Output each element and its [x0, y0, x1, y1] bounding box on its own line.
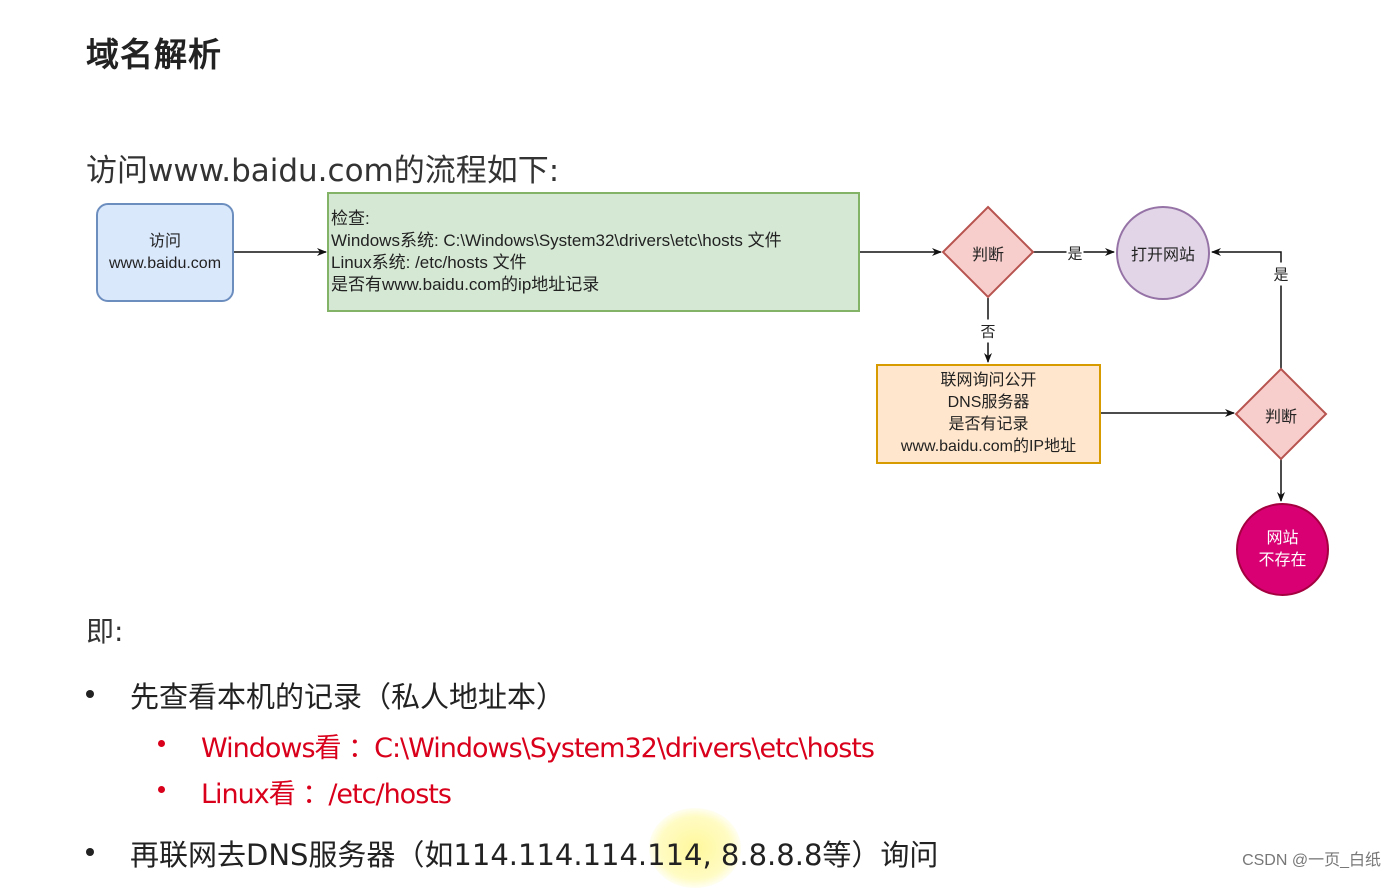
edge-label-yes-2: 是: [1272, 262, 1290, 286]
site-not-exist-node: 网站 不存在: [1236, 503, 1329, 596]
decision-2-shape: [1234, 367, 1328, 461]
open-site-node: 打开网站: [1116, 206, 1210, 300]
check-hosts-node: 检查: Windows系统: C:\Windows\System32\drive…: [327, 192, 860, 312]
bullet-dot-linux: [158, 786, 165, 793]
cursor-highlight: [649, 808, 741, 888]
decision-1-shape: [941, 205, 1035, 299]
dns-query-node: 联网询问公开 DNS服务器 是否有记录 www.baidu.com的IP地址: [876, 364, 1101, 464]
nosite-line-1: 网站: [1266, 529, 1299, 547]
nosite-line-2: 不存在: [1258, 551, 1307, 569]
edge-label-yes-1: 是: [1066, 241, 1084, 265]
flow-subtitle: 访问www.baidu.com的流程如下:: [86, 153, 560, 189]
bullet-dot-2: [86, 848, 94, 856]
csdn-watermark: CSDN @一页_白纸: [1242, 852, 1381, 869]
linux-hosts-path: Linux看 ：/etc/hosts: [201, 779, 452, 810]
bullet-local-record: 先查看本机的记录（私人地址本）: [130, 680, 566, 714]
dns-line-2: DNS服务器: [947, 394, 1030, 411]
check-line-4: 是否有www.baidu.com的ip地址记录: [331, 275, 600, 294]
edge-decision2-to-open: [1211, 248, 1282, 369]
summary-label: 即:: [86, 615, 124, 648]
check-line-1: 检查:: [331, 209, 370, 228]
dns-line-3: 是否有记录: [948, 416, 1029, 433]
bullet-dot-1: [86, 690, 94, 698]
decision-2-label: 判断: [1264, 409, 1298, 426]
dns-line-1: 联网询问公开: [940, 372, 1037, 389]
page-title: 域名解析: [86, 35, 222, 74]
check-line-2: Windows系统: C:\Windows\System32\drivers\e…: [331, 231, 782, 250]
open-site-label: 打开网站: [1130, 247, 1195, 264]
dns-line-4: www.baidu.com的IP地址: [900, 438, 1077, 455]
bullet-dns-query: 再联网去DNS服务器（如114.114.114.114, 8.8.8.8等）询问: [130, 838, 939, 872]
visit-line-1: 访问: [148, 232, 181, 250]
bullet-dot-windows: [158, 740, 165, 747]
edge-label-no: 否: [979, 319, 997, 343]
visit-node: 访问 www.baidu.com: [96, 203, 234, 302]
windows-hosts-path: Windows看 ：C:\Windows\System32\drivers\et…: [201, 733, 875, 764]
visit-line-2: www.baidu.com: [108, 254, 222, 272]
decision-1-label: 判断: [971, 247, 1005, 264]
check-line-3: Linux系统: /etc/hosts 文件: [331, 253, 527, 272]
